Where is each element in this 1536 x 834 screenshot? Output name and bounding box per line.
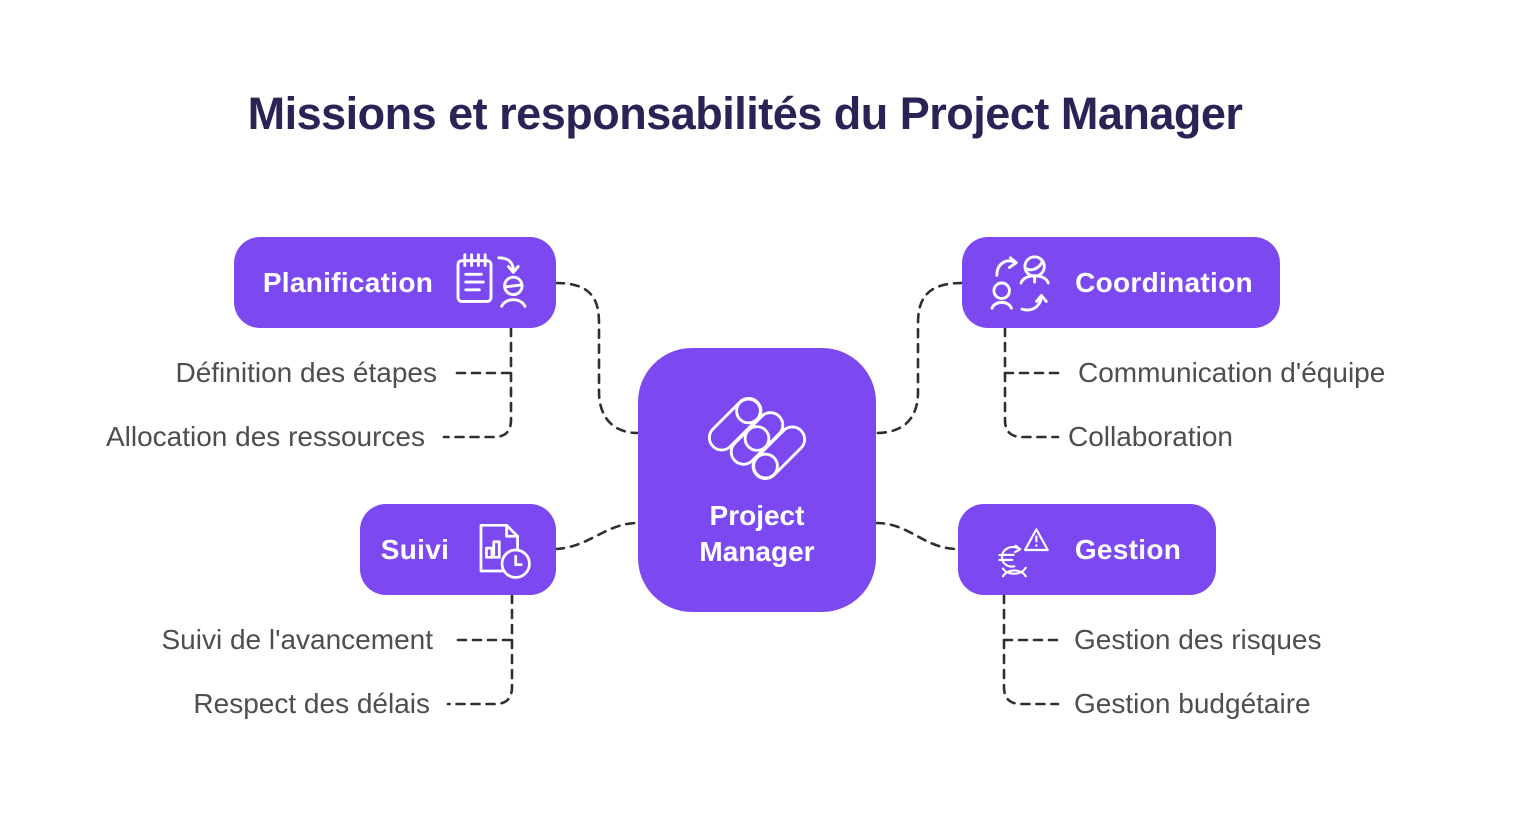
- branch-planification-label: Planification: [262, 266, 434, 298]
- branch-planification: Planification: [234, 237, 556, 328]
- connector-suivi-center: [554, 521, 640, 551]
- report-clock-icon: [479, 523, 532, 579]
- item-gestion-budgetaire: Gestion budgétaire: [1074, 688, 1311, 719]
- item-communication-equipe: Communication d'équipe: [1078, 357, 1386, 388]
- connector-coordination-items: [1003, 326, 1060, 439]
- item-allocation-des-ressources: Allocation des ressources: [105, 421, 425, 452]
- connector-suivi-items: [446, 593, 514, 706]
- connector-gestion-items: [1002, 593, 1060, 706]
- euro-risk-icon: [998, 527, 1049, 577]
- connector-planification-items: [442, 326, 513, 439]
- connector-planification-center: [554, 281, 640, 435]
- item-definition-des-etapes: Définition des étapes: [175, 357, 437, 388]
- people-sync-icon: [990, 254, 1050, 311]
- item-collaboration: Collaboration: [1068, 421, 1233, 452]
- item-gestion-des-risques: Gestion des risques: [1074, 624, 1322, 655]
- connector-center-gestion: [874, 521, 960, 551]
- branch-suivi: Suivi: [360, 504, 556, 595]
- branch-gestion-label: Gestion: [1074, 533, 1182, 565]
- branch-gestion: Gestion: [958, 504, 1216, 595]
- branch-coordination-label: Coordination: [1075, 266, 1253, 298]
- item-suivi-avancement: Suivi de l'avancement: [161, 624, 434, 655]
- center-node-label: Project Manager: [699, 499, 815, 567]
- page-title: Missions et responsabilités du Project M…: [247, 88, 1243, 139]
- center-node-project-manager: Project Manager: [638, 348, 876, 612]
- item-respect-des-delais: Respect des délais: [193, 688, 430, 719]
- connector-coordination-center: [874, 281, 964, 435]
- branch-suivi-label: Suivi: [380, 533, 450, 565]
- capsules-logo: [707, 396, 807, 480]
- clipboard-assign-icon: [456, 252, 527, 308]
- branch-coordination: Coordination: [962, 237, 1280, 328]
